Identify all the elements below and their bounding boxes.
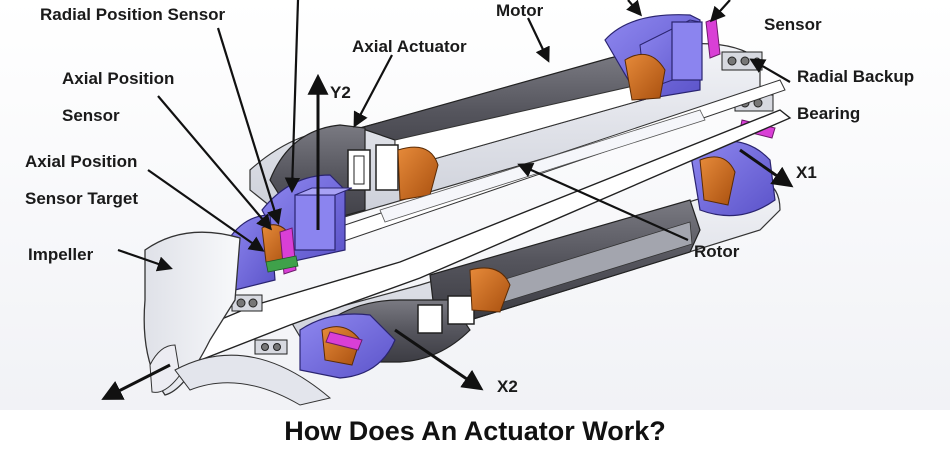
- label-motor: Motor: [496, 1, 544, 20]
- label-axis-x1: X1: [796, 163, 817, 182]
- axis-x2-arrow: [394, 328, 484, 391]
- label-axis-x2: X2: [497, 377, 518, 396]
- axis-x1-arrow: [739, 148, 794, 188]
- right-radial-bearing-upper: [604, 14, 763, 101]
- axis-z-arrow: [101, 363, 171, 400]
- axial-position-sensor-target: [265, 255, 299, 273]
- left-backup-bearing: [231, 294, 263, 312]
- rotor-shaft: [158, 109, 792, 371]
- background: [0, 0, 950, 410]
- label-axial-position-sensor-line2: Sensor: [62, 106, 120, 125]
- label-axial-position-sensor-line1: Axial Position: [62, 69, 174, 88]
- label-radial-backup-bearing-line1: Radial Backup: [797, 67, 914, 86]
- label-impeller: Impeller: [28, 245, 94, 264]
- sensor-probe-lower: [325, 331, 363, 351]
- leader-lines: [117, 0, 791, 272]
- label-axial-actuator: Axial Actuator: [352, 37, 467, 56]
- label-axis-y2: Y2: [330, 83, 351, 102]
- label-axial-position-sensor-target-line1: Axial Position: [25, 152, 137, 171]
- label-radial-backup-bearing-line2: Bearing: [797, 104, 860, 123]
- page-caption: How Does An Actuator Work?: [0, 412, 950, 450]
- label-radial-position-sensor: Radial Position Sensor: [40, 5, 226, 24]
- label-rotor: Rotor: [694, 242, 740, 261]
- impeller: [143, 231, 332, 406]
- radial-backup-bearing-upper: [721, 51, 763, 71]
- lower-radial-bearing: [254, 313, 396, 379]
- label-axial-position-sensor-target-line2: Sensor Target: [25, 189, 138, 208]
- label-sensor: Sensor: [764, 15, 822, 34]
- magnetic-bearing-cutaway-diagram: Radial Position Sensor Axial Position Se…: [0, 0, 950, 410]
- lower-backup-bearing: [254, 339, 288, 355]
